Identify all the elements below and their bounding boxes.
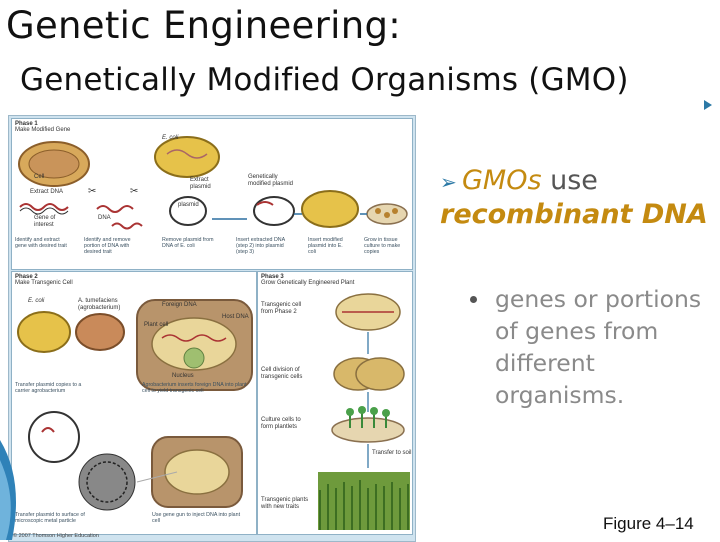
label-transfer-to-soil: Transfer to soil: [372, 450, 412, 456]
phase3-panel: Phase 3 Grow Genetically Engineered Plan…: [257, 271, 413, 535]
phase2-panel: Phase 2 Make Transgenic Cell E. coli A. …: [11, 271, 257, 535]
phase3-illustration: [318, 293, 410, 530]
label-a-tumefaciens: A. tumefaciens (agrobacterium): [78, 298, 121, 311]
label-ecoli: E. coli: [162, 135, 179, 141]
bullet-sub: genes or portions of genes from differen…: [495, 285, 702, 409]
phase1-title: Phase 1: [15, 121, 38, 127]
svg-text:✂: ✂: [88, 186, 96, 197]
decorative-swoosh: [0, 440, 16, 540]
label-culture-cells: Culture cells to form plantlets: [261, 417, 301, 430]
next-arrow-icon[interactable]: [704, 100, 712, 110]
label-cell: Cell: [34, 174, 45, 180]
caption-p2b: Agrobacterium inserts foreign DNA into p…: [142, 382, 247, 394]
caption-p1c: Remove plasmid from DNA of E. coli: [162, 237, 214, 249]
bullet-main-recombinant: recombinant DNA: [440, 199, 708, 230]
caption-p1b: Identify and remove portion of DNA with …: [84, 237, 131, 255]
bullet-main: GMOs use recombinant DNA: [440, 164, 710, 232]
label-plasmid: plasmid: [178, 202, 199, 208]
caption-p1d: Insert extracted DNA (step 2) into plasm…: [236, 237, 285, 255]
label-transgenic-cell: Transgenic cell from Phase 2: [261, 302, 302, 315]
caption-p2c: Transfer plasmid to surface of microscop…: [15, 512, 85, 524]
label-dna: DNA: [98, 215, 111, 221]
label-cell-division: Cell division of transgenic cells: [261, 367, 303, 380]
label-gm-plasmid: Genetically modified plasmid: [248, 174, 294, 187]
phase2-subtitle: Make Transgenic Cell: [15, 280, 73, 286]
svg-text:✂: ✂: [130, 186, 138, 197]
caption-p2d: Use gene gun to inject DNA into plant ce…: [152, 512, 241, 524]
phase3-subtitle: Grow Genetically Engineered Plant: [261, 280, 355, 286]
label-nucleus: Nucleus: [172, 373, 194, 379]
label-extract-plasmid: Extract plasmid: [190, 177, 211, 190]
phase2-title: Phase 2: [15, 274, 38, 280]
bullet-main-gmos: GMOs: [462, 165, 542, 196]
slide-subtitle: Genetically Modified Organisms (GMO): [20, 62, 629, 98]
label-extract-dna: Extract DNA: [30, 189, 64, 195]
phase3-title: Phase 3: [261, 274, 284, 280]
caption-p1e: Insert modified plasmid into E. coli: [308, 237, 343, 255]
label-ecoli-2: E. coli: [28, 298, 45, 304]
bullet-arrow-icon: ➢: [440, 170, 457, 194]
phase1-illustration: ✂ ✂: [18, 136, 408, 230]
figure-reference: Figure 4–14: [603, 514, 694, 533]
caption-p2a: Transfer plasmid copies to a carrier agr…: [15, 382, 82, 394]
figure-copyright: © 2007 Thomson Higher Education: [13, 533, 99, 539]
label-gene-of-interest: Gene of interest: [34, 215, 56, 228]
label-host-dna: Host DNA: [222, 314, 249, 320]
phase1-subtitle: Make Modified Gene: [15, 127, 71, 133]
label-plant-cell: Plant cell: [144, 322, 169, 328]
label-transgenic-plants: Transgenic plants with new traits: [261, 497, 309, 510]
label-foreign-dna: Foreign DNA: [162, 302, 197, 308]
phase2-illustration: [17, 299, 253, 511]
slide-title: Genetic Engineering:: [6, 4, 402, 47]
caption-p1f: Grow in tissue culture to make copies: [364, 237, 401, 255]
phase1-panel: Phase 1 Make Modified Gene ✂ ✂ E. col: [11, 118, 413, 270]
bullet-main-use: use: [541, 165, 598, 196]
bullet-dot-icon: [470, 296, 477, 303]
gmo-process-figure: Phase 1 Make Modified Gene ✂ ✂ E. col: [8, 115, 416, 542]
caption-p1a: Identify and extract gene with desired t…: [15, 237, 67, 249]
